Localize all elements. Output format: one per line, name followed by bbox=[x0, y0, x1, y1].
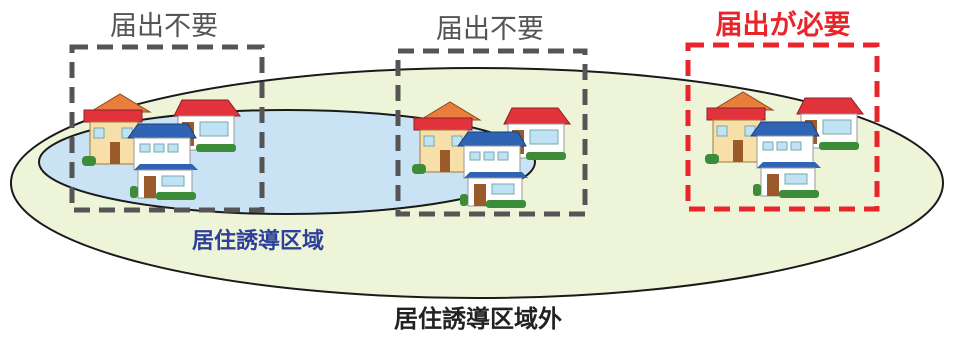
box-label-no-report-1: 届出不要 bbox=[110, 11, 218, 42]
inner-area-label: 居住誘導区域 bbox=[192, 228, 324, 254]
box-label-report-required: 届出が必要 bbox=[716, 9, 851, 41]
outer-area-label: 居住誘導区域外 bbox=[394, 305, 562, 333]
box-label-no-report-2: 届出不要 bbox=[436, 14, 544, 45]
